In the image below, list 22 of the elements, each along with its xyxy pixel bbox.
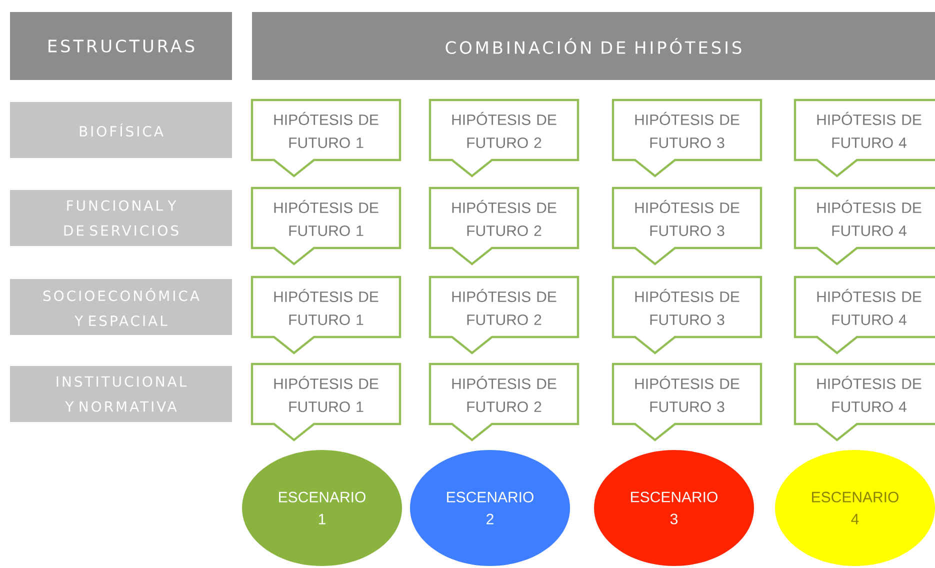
row-label: INSTITUCIONAL Y NORMATIVA [10, 366, 232, 422]
callout-box: HIPÓTESIS DE FUTURO 2 [428, 276, 580, 354]
callout-box: HIPÓTESIS DE FUTURO 1 [250, 276, 402, 354]
callout-box: HIPÓTESIS DE FUTURO 3 [612, 98, 762, 178]
callout-box: HIPÓTESIS DE FUTURO 2 [428, 98, 580, 178]
callout-box: HIPÓTESIS DE FUTURO 1 [250, 186, 402, 266]
callout-box: HIPÓTESIS DE FUTURO 4 [794, 186, 935, 266]
header-bar: COMBINACIÓN DE HIPÓTESIS [252, 12, 935, 80]
callout-box: HIPÓTESIS DE FUTURO 1 [250, 362, 402, 442]
callout-box: HIPÓTESIS DE FUTURO 2 [428, 362, 580, 442]
callout-box: HIPÓTESIS DE FUTURO 3 [612, 276, 762, 354]
callout-box: HIPÓTESIS DE FUTURO 4 [794, 276, 935, 354]
row-label: SOCIOECONÓMICA Y ESPACIAL [10, 279, 232, 335]
callout-box: HIPÓTESIS DE FUTURO 3 [612, 186, 762, 266]
header-bar: ESTRUCTURAS [10, 12, 232, 80]
callout-box: HIPÓTESIS DE FUTURO 3 [612, 362, 762, 442]
callout-box: HIPÓTESIS DE FUTURO 4 [794, 98, 935, 178]
row-label: BIOFÍSICA [10, 102, 232, 158]
callout-box: HIPÓTESIS DE FUTURO 1 [250, 98, 402, 178]
callout-box: HIPÓTESIS DE FUTURO 4 [794, 362, 935, 442]
callout-box: HIPÓTESIS DE FUTURO 2 [428, 186, 580, 266]
row-label: FUNCIONAL Y DE SERVICIOS [10, 190, 232, 246]
